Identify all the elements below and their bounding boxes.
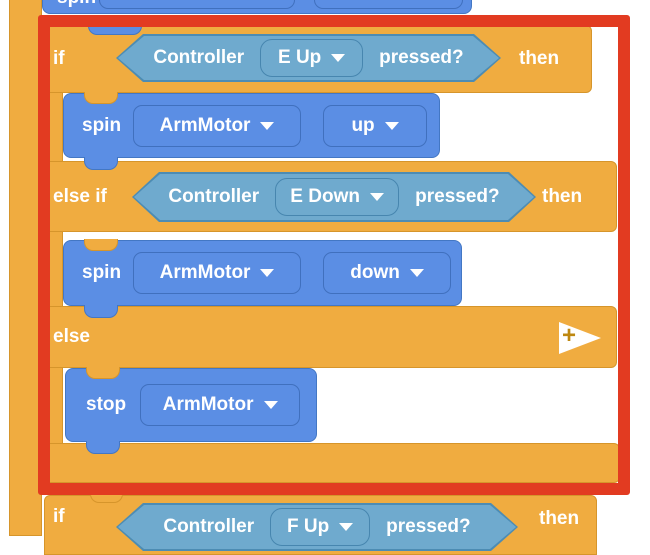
motor-value: ArmMotor (162, 394, 254, 415)
expand-arrow-icon[interactable]: + (559, 322, 601, 354)
controller-pressed-boolean[interactable]: Controller F Up pressed? (116, 503, 518, 551)
if-keyword: if (53, 48, 65, 69)
if-bottom-tab (84, 92, 118, 104)
next-if-top-notch (90, 494, 123, 503)
spin-down-block[interactable]: spin ArmMotor down (63, 240, 462, 306)
motor-dropdown[interactable]: ArmMotor (140, 384, 301, 426)
stop-keyword: stop (86, 394, 127, 415)
next-if-header[interactable]: if Controller F Up pressed? then (44, 495, 597, 555)
controller-button-dropdown[interactable]: F Up (270, 508, 370, 546)
dropdown-arrow-icon (260, 269, 275, 277)
spin-up-block[interactable]: spin ArmMotor up (63, 93, 440, 158)
direction-dropdown[interactable]: up (323, 104, 428, 147)
else-if-keyword: else if (53, 185, 107, 207)
else-bottom-tab (86, 367, 120, 379)
button-value: E Up (278, 47, 322, 68)
stop-bottom-tab (86, 441, 120, 454)
dropdown-arrow-icon (339, 523, 353, 531)
if-block-header[interactable]: if Controller E Up pressed? then (44, 25, 592, 93)
direction-dropdown[interactable]: down (323, 252, 452, 294)
controller-label: Controller (153, 47, 245, 68)
stop-block[interactable]: stop ArmMotor (65, 368, 317, 442)
button-value: E Down (290, 186, 360, 207)
controller-label: Controller (168, 186, 260, 207)
dropdown-arrow-icon (263, 401, 278, 409)
direction-value: down (350, 262, 400, 283)
spin-down-bottom-tab (84, 305, 118, 318)
then-keyword: then (519, 48, 560, 69)
top-partial-spin-block[interactable]: spin (42, 0, 472, 14)
dropdown-arrow-icon (331, 54, 345, 62)
dropdown-arrow-icon (370, 193, 384, 201)
dropdown-arrow-icon (384, 121, 399, 130)
spin-keyword: spin (82, 114, 122, 136)
else-if-bottom-tab (84, 239, 118, 251)
motor-value: ArmMotor (159, 262, 251, 283)
spin-up-bottom-tab (84, 157, 118, 170)
motor-dropdown[interactable]: ArmMotor (133, 252, 302, 294)
direction-dropdown[interactable] (314, 0, 463, 9)
controller-button-dropdown[interactable]: E Up (260, 39, 363, 77)
outer-block-arm (9, 0, 42, 536)
then-keyword: then (542, 185, 583, 207)
then-keyword: then (539, 508, 580, 529)
controller-button-dropdown[interactable]: E Down (275, 178, 399, 216)
controller-pressed-boolean[interactable]: Controller E Up pressed? (116, 34, 501, 82)
else-if-header[interactable]: else if Controller E Down pressed? then (44, 161, 617, 232)
dropdown-arrow-icon (409, 269, 424, 277)
connection-tab (88, 16, 142, 35)
controller-pressed-boolean[interactable]: Controller E Down pressed? (132, 172, 536, 222)
controller-label: Controller (163, 516, 255, 537)
if-block-arm[interactable] (44, 25, 63, 483)
spin-label: spin (57, 0, 96, 9)
direction-value: up (351, 114, 375, 136)
else-header[interactable]: else + (44, 306, 617, 368)
button-value: F Up (287, 516, 330, 537)
spin-keyword: spin (82, 262, 122, 283)
else-keyword: else (53, 326, 90, 347)
pressed-label: pressed? (386, 516, 471, 537)
pressed-label: pressed? (415, 186, 500, 207)
motor-value: ArmMotor (159, 114, 251, 136)
plus-glyph: + (562, 322, 577, 349)
if-block-end-bar[interactable] (44, 443, 620, 483)
if-keyword: if (53, 506, 65, 527)
dropdown-arrow-icon (260, 121, 275, 130)
motor-dropdown[interactable] (99, 0, 295, 9)
pressed-label: pressed? (379, 47, 464, 68)
motor-dropdown[interactable]: ArmMotor (133, 104, 302, 147)
